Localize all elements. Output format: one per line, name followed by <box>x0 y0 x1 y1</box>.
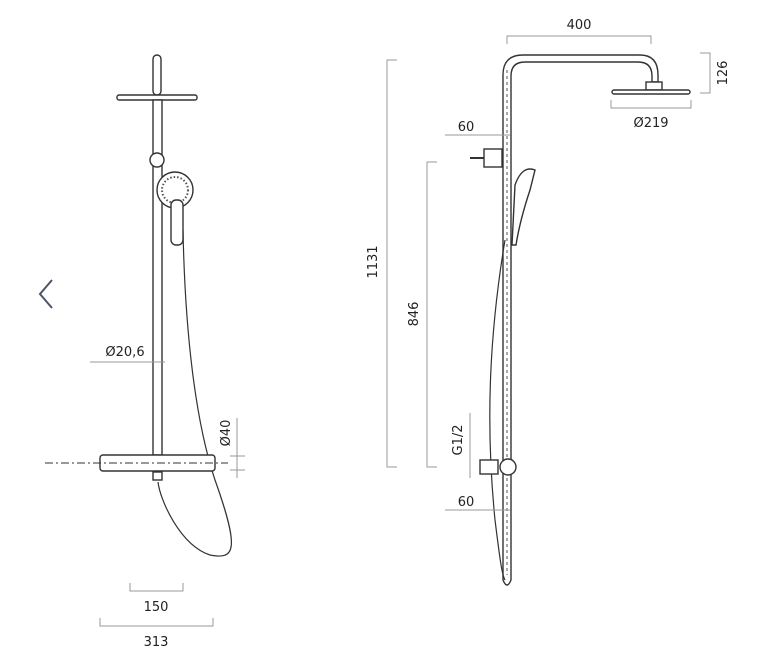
head-diameter-label: Ø219 <box>633 116 668 131</box>
inlet-spacing-label: 150 <box>144 600 169 615</box>
front-view <box>45 54 245 627</box>
arm-projection-label: 400 <box>567 18 592 33</box>
previous-image-button[interactable] <box>30 276 60 316</box>
side-view <box>386 35 711 586</box>
mixer-width-label: 313 <box>144 635 169 650</box>
thread-size-label: G1/2 <box>451 425 466 456</box>
rail-diameter-label: Ø20,6 <box>105 345 144 360</box>
mixer-diameter-label: Ø40 <box>219 420 234 447</box>
chevron-left-icon <box>38 279 53 309</box>
bottom-wall-offset-label: 60 <box>458 495 475 510</box>
top-wall-offset-label: 60 <box>458 120 475 135</box>
total-height-label: 1131 <box>366 245 381 278</box>
head-drop-label: 126 <box>716 61 731 86</box>
inlet-to-bracket-label: 846 <box>407 302 422 327</box>
